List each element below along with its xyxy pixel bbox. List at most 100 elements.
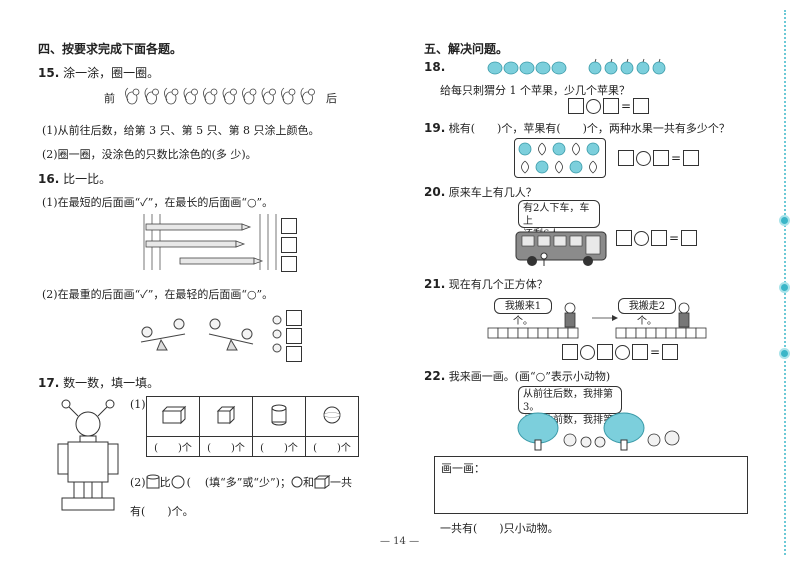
q15-line1: (1)从前往后数，给第 3 只、第 5 只、第 8 只涂上颜色。 [42,124,320,137]
fruit-box-figure [514,138,606,178]
peach-icon [555,160,563,174]
count-blank: ( ) [207,443,235,454]
hedgehog-icon [551,61,567,75]
equation-box[interactable] [618,150,634,166]
count-cell-cube[interactable]: ( )个 [199,436,253,457]
q19-number: 19. [424,121,446,135]
equation-box[interactable] [603,98,619,114]
answer-box-seesaw-3[interactable] [286,346,302,362]
q17-fill-blank[interactable]: ( [186,475,191,489]
answer-box-seesaw-1[interactable] [286,310,302,326]
cube-icon [557,327,569,339]
cube-icon [497,327,509,339]
peach-icon [538,142,546,156]
hedgehog-icon [503,61,519,75]
peach-icon [589,160,597,174]
q22-drawing-area[interactable]: 画一画： [434,456,748,514]
seesaw-figure [135,310,295,358]
q17-number: 17. [38,376,60,390]
q21-equation[interactable]: = [562,344,679,360]
child-icon [564,302,576,328]
squirrel-icon[interactable] [222,87,237,105]
cube-icon [487,327,499,339]
section4-title: 四、按要求完成下面各题。 [38,42,183,56]
q20-heading: 20. 原来车上有几人？ [424,184,537,200]
count-blank: ( ) [154,443,182,454]
q16-line1: (1)在最短的后面画“✓”，在最长的后面画“○”。 [42,196,274,209]
q21-text: 现在有几个正方体？ [448,278,548,291]
operator-circle[interactable] [586,98,601,114]
answer-box-pencil-2[interactable] [281,237,297,253]
q17-part2-answer: 有( )个。 [130,505,194,518]
q15-front-label: 前 [104,92,115,105]
squirrel-icon[interactable] [144,87,159,105]
equation-result-box[interactable] [683,150,700,166]
cube-icon [615,327,627,339]
squirrel-icon[interactable] [203,87,218,105]
squirrel-icon[interactable] [125,87,140,105]
apple-icon [552,142,566,156]
squirrel-icon[interactable] [164,87,179,105]
answer-box-pencil-3[interactable] [281,256,297,272]
q22-heading: 22. 我来画一画。(画“○”表示小动物) [424,368,610,384]
squirrel-icon[interactable] [242,87,257,105]
answer-box-seesaw-2[interactable] [286,328,302,344]
cuboid-icon [146,396,200,437]
operator-circle[interactable] [615,344,630,360]
equation-box[interactable] [632,344,648,360]
answer-box-pencil-1[interactable] [281,218,297,234]
apple-icon [588,58,602,75]
sphere-icon [171,475,185,489]
operator-circle[interactable] [634,230,649,246]
sphere-icon [305,396,359,437]
equation-box[interactable] [568,98,584,114]
count-unit: 个 [340,443,351,454]
apple-icon [620,58,634,75]
q15-line2: (2)圈一圈，没涂色的只数比涂色的(多 少)。 [42,148,257,161]
q21-heading: 21. 现在有几个正方体？ [424,276,548,292]
cube-icon [665,327,677,339]
squirrel-icon[interactable] [183,87,198,105]
q19-equation[interactable]: = [618,150,700,166]
q21-bubble-a: 我搬来1个。 [494,298,552,327]
q16-heading: 16. 比一比。 [38,170,111,187]
q20-equation[interactable]: = [616,230,698,246]
equation-result-box[interactable] [633,98,650,114]
count-cell-cuboid[interactable]: ( )个 [146,436,200,457]
peach-icon [572,142,580,156]
apple-icon [569,160,583,174]
q17-and-word: 和 [302,476,314,489]
equation-result-box[interactable] [662,344,679,360]
equation-box[interactable] [562,344,578,360]
equation-box[interactable] [616,230,632,246]
equation-box[interactable] [597,344,613,360]
cube-icon [695,327,707,339]
cylinder-icon [252,396,306,437]
squirrel-icon[interactable] [281,87,296,105]
q22-number: 22. [424,369,446,383]
operator-circle[interactable] [636,150,651,166]
q17-count-table: ( )个 ( )个 ( )个 ( )个 [146,396,359,457]
q17-part2-label: (2) [130,475,146,489]
count-cell-cylinder[interactable]: ( )个 [252,436,306,457]
q21-number: 21. [424,277,446,291]
squirrel-icon[interactable] [261,87,276,105]
squirrel-icon[interactable] [300,87,315,105]
count-cell-sphere[interactable]: ( )个 [305,436,359,457]
apple-icon [604,58,618,75]
operator-circle[interactable] [580,344,595,360]
cube-icon [655,327,667,339]
q18-equation[interactable]: = [568,98,650,114]
q22-text: 我来画一画。(画“○”表示小动物) [448,370,611,383]
page-number: — 14 — [380,536,420,547]
equation-box[interactable] [653,150,669,166]
q22-answer: 一共有( )只小动物。 [440,522,559,535]
equation-box[interactable] [651,230,667,246]
q21-bubble-b: 我搬走2个。 [618,298,676,327]
q22-bubble-line1: 从前往后数，我排第3。 [523,389,613,413]
equation-result-box[interactable] [681,230,698,246]
cube-icon [547,327,559,339]
q15-back-label: 后 [326,92,337,105]
q15-heading: 15. 涂一涂，圈一圈。 [38,64,159,81]
q17-compare-word: 比 [159,476,171,489]
